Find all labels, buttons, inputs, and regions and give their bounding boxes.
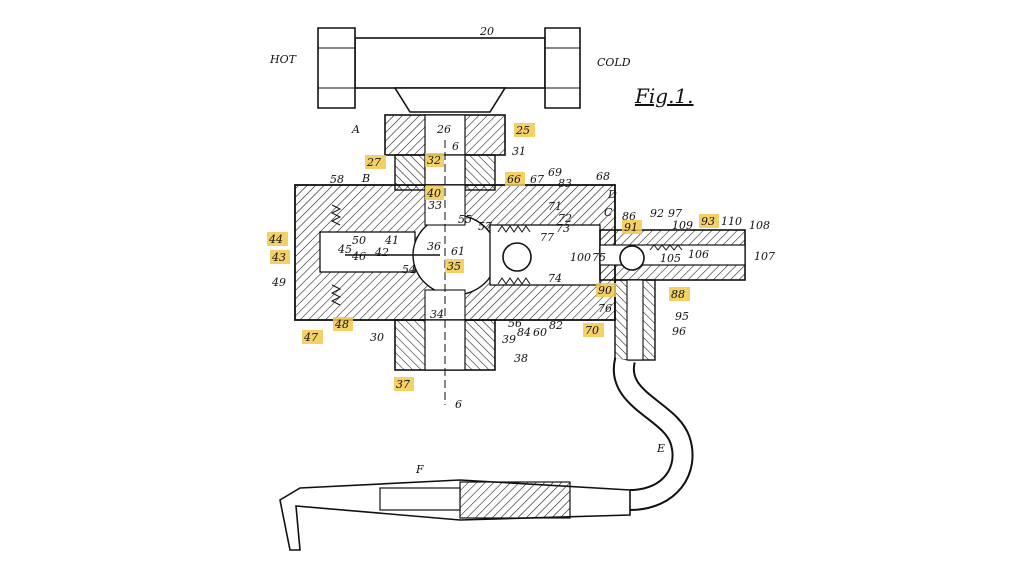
label-48: 48 bbox=[334, 318, 349, 331]
label-41: 41 bbox=[384, 234, 399, 247]
label-97: 97 bbox=[668, 207, 682, 220]
label-25: 25 bbox=[515, 124, 530, 137]
label-55: 55 bbox=[458, 213, 472, 226]
label-6-top: 6 bbox=[452, 140, 459, 153]
label-42: 42 bbox=[374, 246, 389, 259]
label-c: C bbox=[604, 206, 613, 219]
label-60: 60 bbox=[533, 326, 547, 339]
label-82: 82 bbox=[549, 319, 563, 332]
label-84: 84 bbox=[517, 326, 531, 339]
label-90: 90 bbox=[598, 284, 612, 297]
label-74: 74 bbox=[548, 272, 562, 285]
label-75: 75 bbox=[592, 251, 606, 264]
label-26: 26 bbox=[436, 123, 451, 136]
label-61: 61 bbox=[451, 245, 465, 258]
label-20: 20 bbox=[479, 25, 494, 38]
top-tee-fitting bbox=[317, 27, 581, 113]
label-93: 93 bbox=[701, 215, 715, 228]
label-86: 86 bbox=[622, 210, 636, 223]
label-69: 69 bbox=[548, 166, 562, 179]
label-38: 38 bbox=[514, 352, 528, 365]
label-54: 54 bbox=[402, 263, 416, 276]
label-hot: HOT bbox=[269, 53, 298, 66]
spray-nozzle-f bbox=[279, 479, 631, 551]
label-cold: COLD bbox=[597, 56, 631, 69]
label-a: A bbox=[351, 123, 360, 136]
label-92: 92 bbox=[650, 207, 664, 220]
label-45: 45 bbox=[337, 243, 352, 256]
label-b: B bbox=[361, 172, 370, 185]
label-46: 46 bbox=[351, 250, 366, 263]
label-67: 67 bbox=[530, 173, 544, 186]
label-70: 70 bbox=[585, 324, 599, 337]
label-30: 30 bbox=[370, 331, 384, 344]
hose-e bbox=[612, 357, 694, 511]
label-96: 96 bbox=[672, 325, 686, 338]
label-40: 40 bbox=[426, 187, 441, 200]
label-107: 107 bbox=[754, 250, 775, 263]
label-47: 47 bbox=[303, 331, 318, 344]
label-110: 110 bbox=[721, 215, 742, 228]
label-49: 49 bbox=[271, 276, 286, 289]
label-66: 66 bbox=[507, 173, 521, 186]
label-109: 109 bbox=[672, 219, 693, 232]
label-73: 73 bbox=[556, 222, 570, 235]
label-36: 36 bbox=[427, 240, 441, 253]
label-105: 105 bbox=[660, 252, 681, 265]
label-27: 27 bbox=[366, 156, 381, 169]
label-56: 56 bbox=[508, 317, 522, 330]
label-76: 76 bbox=[598, 302, 612, 315]
highlights bbox=[267, 123, 719, 391]
label-d: D bbox=[607, 188, 617, 201]
figure-title: Fig.1. bbox=[634, 84, 694, 108]
label-e: E bbox=[656, 442, 665, 455]
side-arm bbox=[599, 229, 746, 361]
label-108: 108 bbox=[749, 219, 770, 232]
label-6-bottom: 6 bbox=[455, 398, 462, 411]
label-37: 37 bbox=[396, 378, 410, 391]
label-43: 43 bbox=[271, 251, 286, 264]
reference-labels: HOT COLD 20 A 26 25 6 27 32 31 66 67 69 … bbox=[268, 25, 775, 476]
label-72: 72 bbox=[558, 212, 572, 225]
label-88: 88 bbox=[671, 288, 685, 301]
label-77: 77 bbox=[540, 231, 554, 244]
label-100: 100 bbox=[570, 251, 591, 264]
label-50: 50 bbox=[352, 234, 366, 247]
label-71: 71 bbox=[548, 200, 562, 213]
label-58: 58 bbox=[330, 173, 344, 186]
label-91: 91 bbox=[624, 221, 638, 234]
label-39: 39 bbox=[502, 333, 516, 346]
label-33: 33 bbox=[428, 199, 442, 212]
label-95: 95 bbox=[675, 310, 689, 323]
label-44: 44 bbox=[268, 233, 283, 246]
label-83: 83 bbox=[558, 177, 572, 190]
label-31: 31 bbox=[512, 145, 526, 158]
label-68: 68 bbox=[596, 170, 610, 183]
label-34: 34 bbox=[430, 308, 444, 321]
label-106: 106 bbox=[688, 248, 709, 261]
label-57: 57 bbox=[478, 220, 492, 233]
label-f: F bbox=[415, 463, 424, 476]
label-32: 32 bbox=[427, 154, 441, 167]
label-35: 35 bbox=[447, 260, 461, 273]
